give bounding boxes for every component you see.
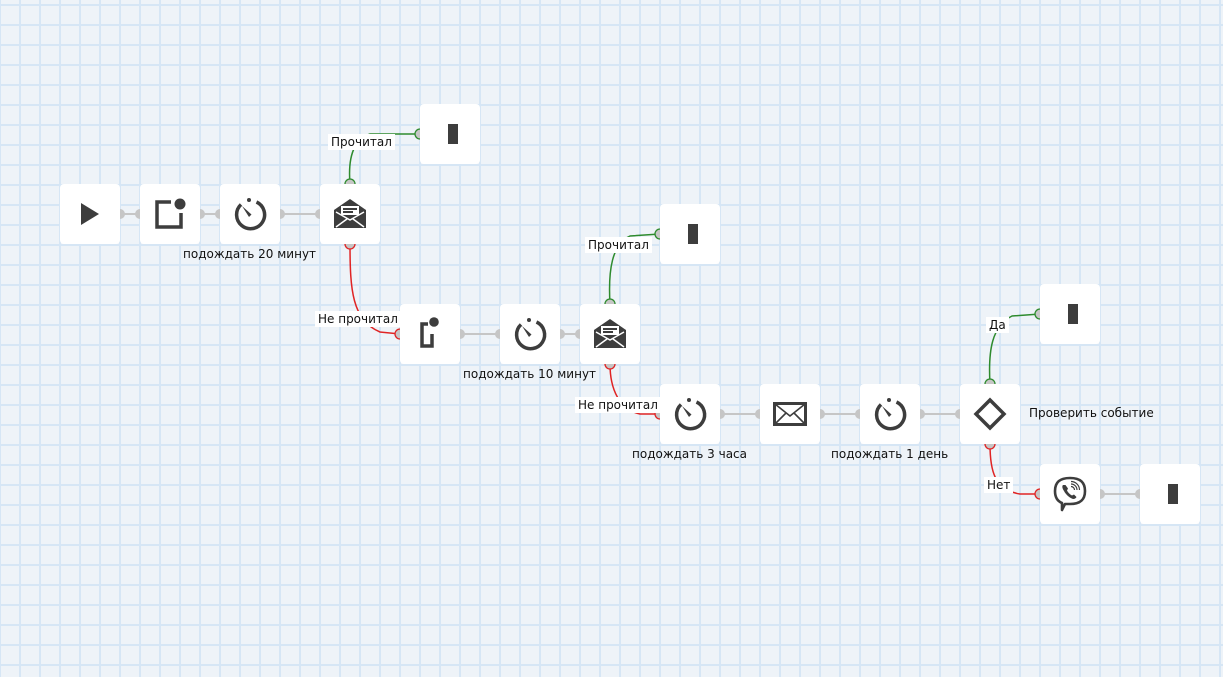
condition-diamond-icon: [973, 397, 1007, 431]
check-event-label: Проверить событие: [1029, 406, 1154, 420]
connection-read-2: [608, 233, 661, 305]
node-wait-1d[interactable]: [860, 384, 920, 444]
timer-icon: [514, 318, 547, 351]
edge-label-no: Нет: [984, 477, 1014, 493]
node-wait-10min[interactable]: [500, 304, 560, 364]
edge-label-read-2: Прочитал: [585, 237, 652, 253]
mobile-notification-icon: [420, 317, 439, 348]
viber-icon: [1053, 476, 1087, 512]
node-end-3[interactable]: [1040, 284, 1100, 344]
node-mobile-push[interactable]: [400, 304, 460, 364]
edge-label-read-1: Прочитал: [328, 134, 395, 150]
node-wait-20min[interactable]: [220, 184, 280, 244]
edge-label-yes: Да: [986, 317, 1009, 333]
node-check-event[interactable]: [960, 384, 1020, 444]
edge-label-not-read-2: Не прочитал: [575, 397, 661, 413]
node-send-email[interactable]: [760, 384, 820, 444]
node-end-4[interactable]: [1140, 464, 1200, 524]
envelope-icon: [773, 402, 807, 426]
timer-icon: [234, 198, 267, 231]
wait-3h-label: подождать 3 часа: [632, 447, 748, 461]
open-envelope-icon: [334, 199, 366, 228]
open-envelope-icon: [594, 319, 626, 348]
node-email-opened-2[interactable]: [580, 304, 640, 364]
end-icon: [1168, 484, 1178, 504]
end-icon: [688, 224, 698, 244]
node-end-2[interactable]: [660, 204, 720, 264]
node-start[interactable]: [60, 184, 120, 244]
wait-10min-label: подождать 10 минут: [463, 367, 597, 381]
node-push-notification[interactable]: [140, 184, 200, 244]
connection-yes: [988, 313, 1041, 385]
edge-label-not-read-1: Не прочитал: [315, 311, 401, 327]
wait-20min-label: подождать 20 минут: [183, 247, 317, 261]
timer-icon: [674, 398, 707, 431]
timer-icon: [874, 398, 907, 431]
play-icon: [81, 203, 99, 225]
connection-not-read-1: [349, 243, 401, 335]
node-end-1[interactable]: [420, 104, 480, 164]
notification-icon: [155, 198, 186, 229]
wait-1d-label: подождать 1 день: [831, 447, 949, 461]
end-icon: [448, 124, 458, 144]
end-icon: [1068, 304, 1078, 324]
node-email-opened-1[interactable]: [320, 184, 380, 244]
node-viber[interactable]: [1040, 464, 1100, 524]
node-wait-3h[interactable]: [660, 384, 720, 444]
